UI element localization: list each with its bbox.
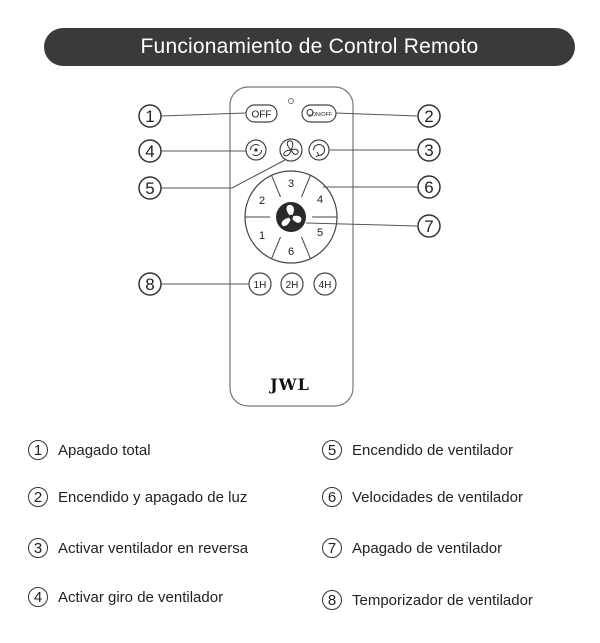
legend-text: Activar giro de ventilador bbox=[58, 588, 224, 606]
legend-item-8: 8 Temporizador de ventilador bbox=[322, 590, 533, 610]
legend-number: 3 bbox=[28, 538, 48, 558]
remote-diagram: OFF ON/OFF 3 2 4 1 bbox=[138, 86, 441, 407]
speed-6-button[interactable]: 6 bbox=[288, 246, 294, 258]
callout-8-label: 8 bbox=[145, 275, 154, 294]
legend-item-1: 1 Apagado total bbox=[28, 440, 151, 460]
callout-6-label: 6 bbox=[424, 178, 433, 197]
callout-5 bbox=[138, 176, 162, 200]
title-banner: Funcionamiento de Control Remoto bbox=[44, 28, 575, 66]
callout-7-label: 7 bbox=[424, 217, 433, 236]
legend-item-2: 2 Encendido y apagado de luz bbox=[28, 487, 247, 507]
callout-7 bbox=[417, 214, 441, 238]
fan-on-button[interactable] bbox=[279, 138, 303, 162]
timer-1h-label: 1H bbox=[254, 280, 267, 291]
rotate-icon bbox=[250, 144, 260, 151]
legend-number: 7 bbox=[322, 538, 342, 558]
speed-1-button[interactable]: 1 bbox=[259, 230, 265, 242]
legend-item-6: 6 Velocidades de ventilador bbox=[322, 487, 523, 507]
bulb-icon bbox=[306, 109, 314, 117]
legend-text: Temporizador de ventilador bbox=[352, 591, 533, 609]
legend-text: Apagado total bbox=[58, 441, 151, 459]
callout-8 bbox=[138, 272, 162, 296]
light-onoff-label: ON/OFF bbox=[312, 112, 333, 118]
legend-item-4: 4 Activar giro de ventilador bbox=[28, 587, 223, 607]
speed-2-button[interactable]: 2 bbox=[259, 195, 265, 207]
legend-text: Velocidades de ventilador bbox=[352, 488, 523, 506]
speed-5-button[interactable]: 5 bbox=[317, 227, 323, 239]
callout-3 bbox=[417, 138, 441, 162]
callout-lines bbox=[160, 112, 418, 285]
callout-1-label: 1 bbox=[145, 107, 154, 126]
callout-5-label: 5 bbox=[145, 179, 154, 198]
legend-item-3: 3 Activar ventilador en reversa bbox=[28, 538, 248, 558]
oscillation-button[interactable] bbox=[245, 139, 267, 161]
legend-item-7: 7 Apagado de ventilador bbox=[322, 538, 502, 558]
fan-icon bbox=[283, 140, 299, 157]
callout-1 bbox=[138, 104, 162, 128]
callout-4 bbox=[138, 139, 162, 163]
callout-3-label: 3 bbox=[424, 141, 433, 160]
led-indicator bbox=[288, 98, 294, 104]
speed-3-button[interactable]: 3 bbox=[288, 178, 294, 190]
legend-number: 6 bbox=[322, 487, 342, 507]
timer-2h-label: 2H bbox=[286, 280, 299, 291]
legend-number: 8 bbox=[322, 590, 342, 610]
timer-4h-button[interactable] bbox=[313, 272, 337, 296]
legend-number: 4 bbox=[28, 587, 48, 607]
callout-2 bbox=[417, 104, 441, 128]
timer-2h-button[interactable] bbox=[280, 272, 304, 296]
legend-text: Apagado de ventilador bbox=[352, 539, 503, 557]
legend-number: 1 bbox=[28, 440, 48, 460]
off-button-label: OFF bbox=[252, 110, 272, 121]
callout-6 bbox=[417, 175, 441, 199]
legend-text: Encendido y apagado de luz bbox=[58, 488, 248, 506]
legend-number: 2 bbox=[28, 487, 48, 507]
callout-4-label: 4 bbox=[145, 142, 154, 161]
page-title: Funcionamiento de Control Remoto bbox=[140, 35, 479, 58]
legend-item-5: 5 Encendido de ventilador bbox=[322, 440, 513, 460]
fan-off-icon bbox=[281, 204, 302, 227]
legend-number: 5 bbox=[322, 440, 342, 460]
legend-text: Encendido de ventilador bbox=[352, 441, 513, 459]
reverse-button[interactable] bbox=[308, 139, 330, 161]
timer-4h-label: 4H bbox=[319, 280, 332, 291]
fan-off-button[interactable] bbox=[276, 202, 306, 232]
callout-2-label: 2 bbox=[424, 107, 433, 126]
legend-text: Activar ventilador en reversa bbox=[58, 539, 249, 557]
brand-logo: JWL bbox=[268, 375, 310, 394]
reverse-icon bbox=[313, 144, 325, 156]
speed-4-button[interactable]: 4 bbox=[317, 194, 323, 206]
